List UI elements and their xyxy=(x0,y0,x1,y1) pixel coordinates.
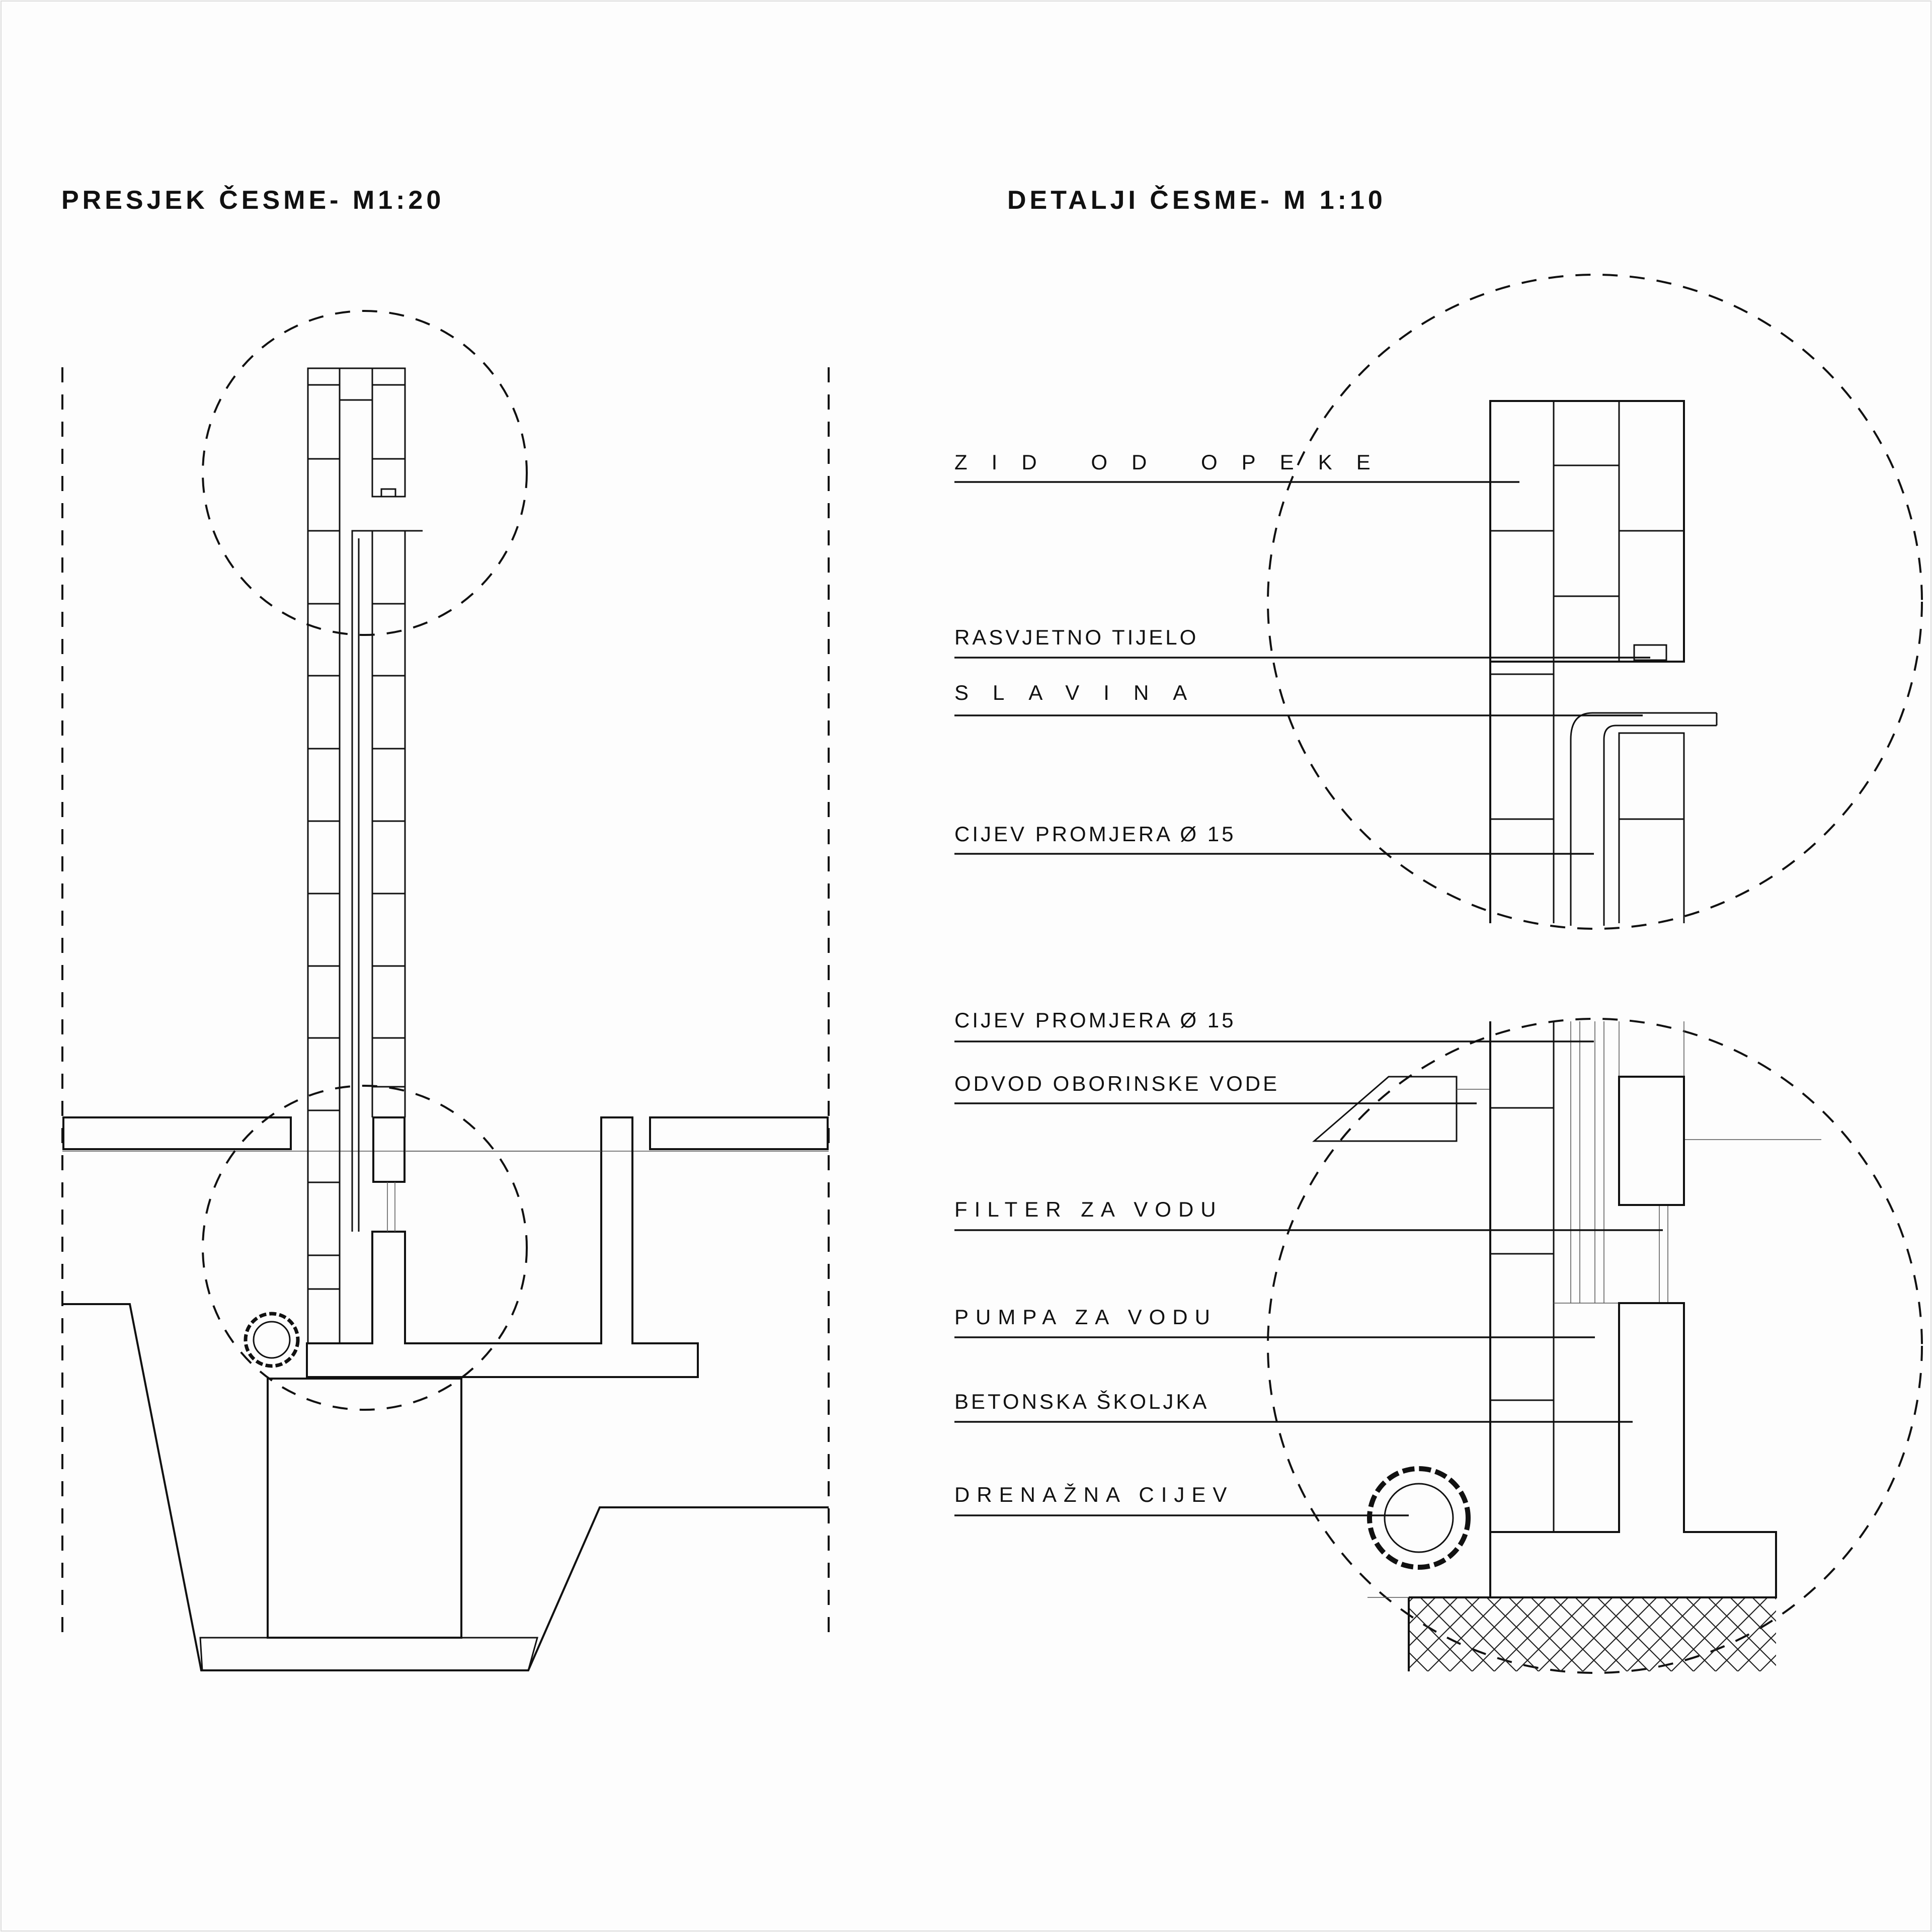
details-title: DETALJI ČESME- M 1:10 xyxy=(1007,185,1386,215)
detail-lower-pipe-lines xyxy=(1554,1021,1821,1304)
detail-lower-paving-slab xyxy=(1312,1076,1458,1142)
label-slavina: SLAVINA xyxy=(954,681,1211,704)
label-cijev-upper: CIJEV PROMJERA Ø 15 xyxy=(954,822,1236,846)
detail-lower-foundation xyxy=(1409,1597,1776,1671)
detail-lower-filter-block xyxy=(1618,1076,1685,1206)
section-paving-right xyxy=(649,1116,829,1150)
detail-upper-brick-below-tap xyxy=(1618,732,1685,923)
detail-lower-drainage-pipe-inner xyxy=(1384,1483,1454,1553)
detail-upper-brick-joints xyxy=(1490,464,1684,820)
detail-lower-circle xyxy=(1267,1018,1923,1674)
section-brick-joints-left xyxy=(308,384,340,1290)
section-drainage-pipe-outer xyxy=(244,1312,300,1368)
section-light-fixture xyxy=(380,488,396,498)
section-foundation-block xyxy=(267,1378,462,1639)
detail-callout-circle-top xyxy=(202,310,528,636)
label-drenazna: DRENAŽNA CIJEV xyxy=(954,1483,1234,1506)
section-drainage-pipe-inner xyxy=(253,1321,291,1359)
detail-lower-drainage-pipe-outer xyxy=(1367,1466,1471,1570)
label-odvod: ODVOD OBORINSKE VODE xyxy=(954,1072,1279,1095)
section-tap-pipe xyxy=(351,530,423,1232)
detail-lower: CIJEV PROMJERA Ø 15 ODVOD OBORINSKE VODE… xyxy=(954,1008,1923,1674)
section-filter-lines xyxy=(387,1151,601,1232)
detail-upper-light-fixture xyxy=(1633,644,1667,661)
label-cijev-lower: CIJEV PROMJERA Ø 15 xyxy=(954,1008,1236,1032)
section-view xyxy=(61,310,830,1671)
detail-upper-circle xyxy=(1267,274,1923,930)
section-brick-joints-right-lower xyxy=(372,603,405,1088)
section-title: PRESJEK ČESME- M1:20 xyxy=(61,185,444,215)
label-betonska: BETONSKA ŠKOLJKA xyxy=(954,1390,1209,1413)
detail-lower-brick-joints xyxy=(1490,1107,1554,1401)
section-brick-wall-left xyxy=(307,367,341,1344)
detail-upper-tap-pipe-inner xyxy=(1603,725,1717,926)
section-filter-block xyxy=(372,1116,406,1183)
label-rasvjetno-tijelo: RASVJETNO TIJELO xyxy=(954,625,1198,649)
section-brick-joints-right-upper xyxy=(372,384,405,460)
label-filter: FILTER ZA VODU xyxy=(954,1197,1223,1221)
section-concrete-shell xyxy=(306,1116,699,1378)
section-paving-left xyxy=(62,1116,292,1150)
detail-callout-circle-bottom xyxy=(202,1085,528,1411)
detail-upper-tap-pipe-outer xyxy=(1570,712,1717,926)
label-pumpa: PUMPA ZA VODU xyxy=(954,1305,1217,1329)
label-zid-od-opeke: ZID OD OPEKE xyxy=(954,450,1395,474)
detail-upper: ZID OD OPEKE RASVJETNO TIJELO SLAVINA CI… xyxy=(954,274,1923,930)
